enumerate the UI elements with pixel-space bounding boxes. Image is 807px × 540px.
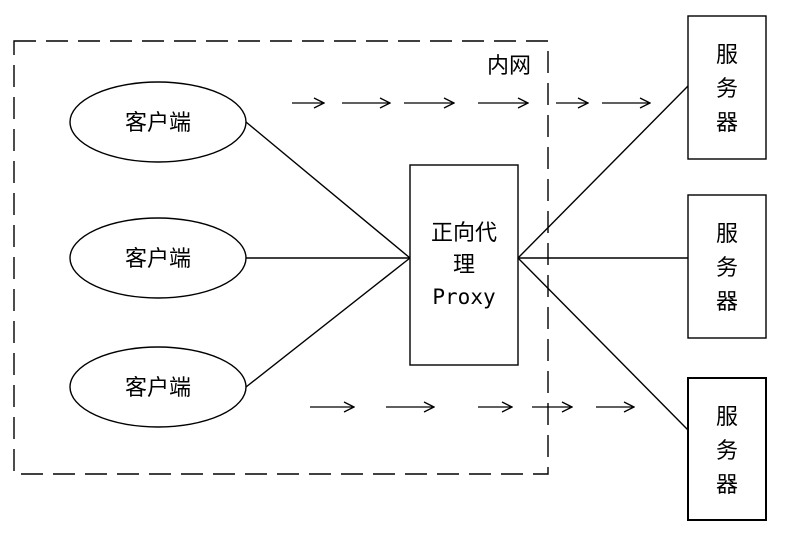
server-label-char: 务	[716, 256, 738, 281]
proxy-server-connector	[517, 85, 689, 259]
client-label: 客户端	[125, 247, 191, 272]
server-label-char: 服	[716, 222, 738, 247]
proxy-node: 正向代 理 Proxy	[409, 164, 519, 366]
proxy-label-line2: 理	[453, 253, 475, 278]
server-label-char: 器	[716, 111, 738, 136]
proxy-server-connector	[517, 257, 689, 431]
client-node: 客户端	[69, 346, 247, 428]
client-label: 客户端	[125, 376, 191, 401]
server-label-char: 务	[716, 77, 738, 102]
client-proxy-connector	[245, 257, 411, 388]
client-node: 客户端	[69, 81, 247, 163]
intranet-label: 内网	[487, 54, 531, 79]
server-node: 服 务 器	[687, 377, 767, 521]
proxy-label-line3: Proxy	[432, 285, 495, 309]
server-label-char: 器	[716, 290, 738, 315]
proxy-label-line1: 正向代	[431, 221, 497, 246]
server-label-char: 服	[716, 43, 738, 68]
server-label-char: 务	[716, 439, 738, 464]
server-label-char: 器	[716, 473, 738, 498]
server-node: 服 务 器	[687, 194, 767, 339]
server-label-char: 服	[716, 405, 738, 430]
server-node: 服 务 器	[687, 15, 767, 160]
client-label: 客户端	[125, 111, 191, 136]
client-proxy-connector	[245, 121, 411, 259]
client-node: 客户端	[69, 217, 247, 299]
